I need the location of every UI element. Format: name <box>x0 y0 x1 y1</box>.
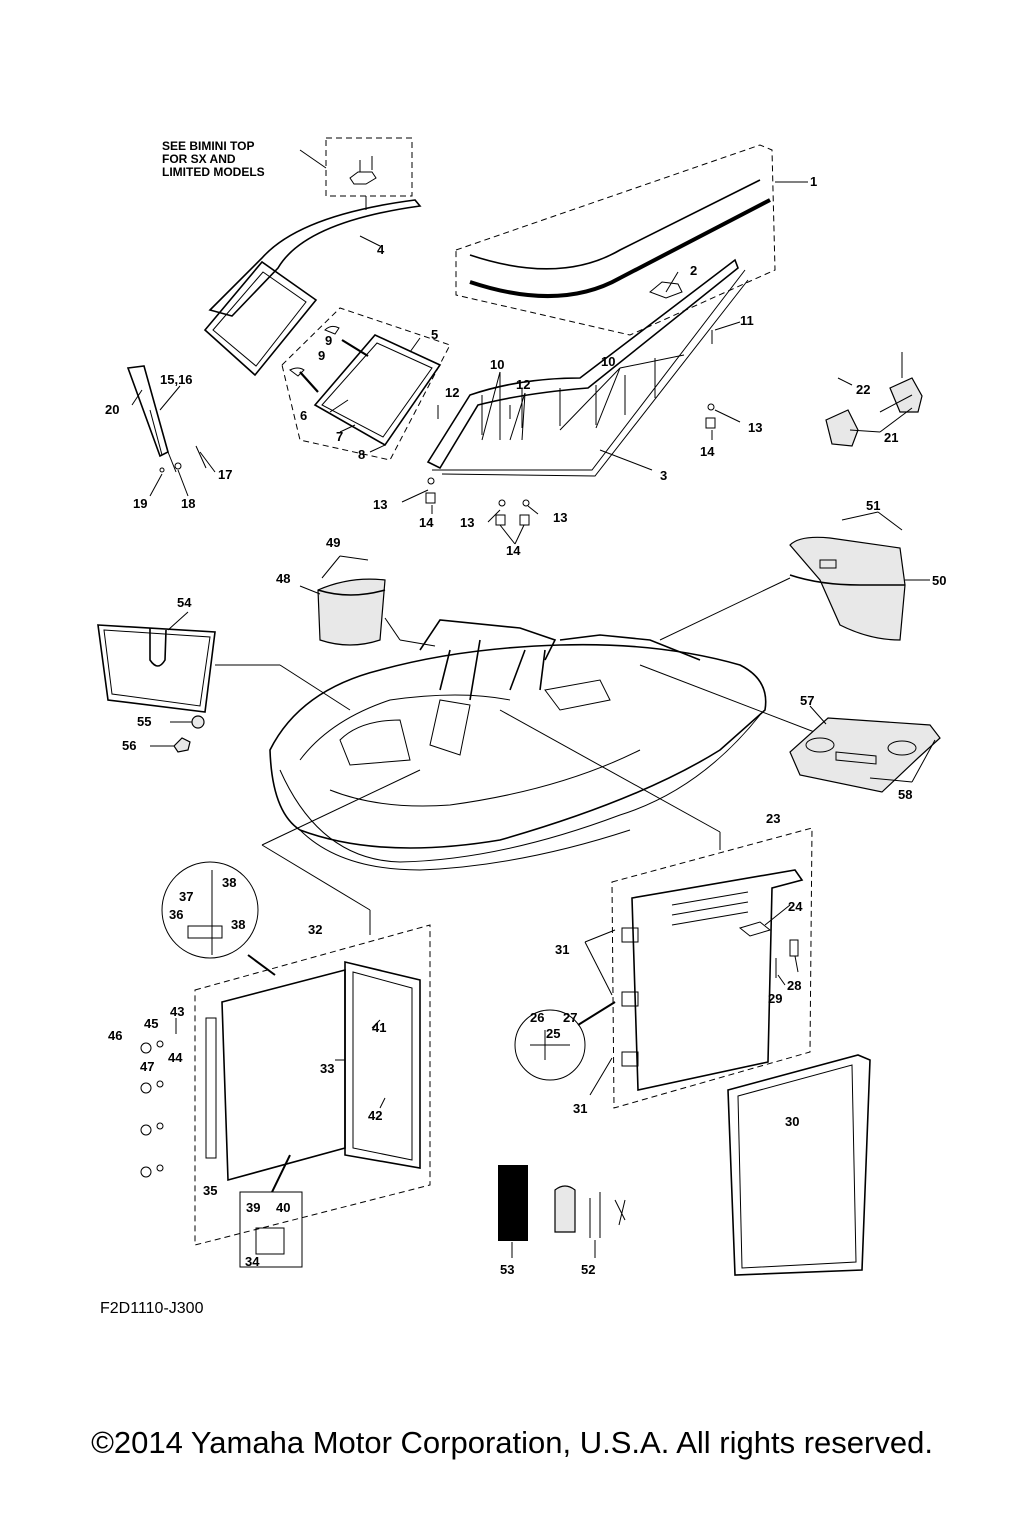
callout-55: 55 <box>137 714 151 729</box>
callout-49: 49 <box>326 535 340 550</box>
callout-56: 56 <box>122 738 136 753</box>
callout-35: 35 <box>203 1183 217 1198</box>
callout-12-right: 12 <box>516 377 530 392</box>
callout-25: 25 <box>546 1026 560 1041</box>
callout-23: 23 <box>766 811 780 826</box>
note-line-3: LIMITED MODELS <box>162 165 265 179</box>
callout-47: 47 <box>140 1059 154 1074</box>
callout-21: 21 <box>884 430 898 445</box>
callout-5: 5 <box>431 327 438 342</box>
callout-31-bottom: 31 <box>573 1101 587 1116</box>
callout-41: 41 <box>372 1020 386 1035</box>
callout-22: 22 <box>856 382 870 397</box>
callout-3: 3 <box>660 468 667 483</box>
callout-31-top: 31 <box>555 942 569 957</box>
callout-30: 30 <box>785 1114 799 1129</box>
note-line-1: SEE BIMINI TOP <box>162 139 254 153</box>
callout-2: 2 <box>690 263 697 278</box>
windshield-assembly <box>203 144 808 545</box>
callout-4: 4 <box>377 242 385 257</box>
callout-26: 26 <box>530 1010 544 1025</box>
callout-12-left: 12 <box>445 385 459 400</box>
callout-9-bottom: 9 <box>318 348 325 363</box>
side-tray <box>789 705 941 793</box>
callout-36: 36 <box>169 907 183 922</box>
callout-14-left: 14 <box>419 515 434 530</box>
callout-46: 46 <box>108 1028 122 1043</box>
callout-51: 51 <box>866 498 880 513</box>
callout-32: 32 <box>308 922 322 937</box>
callout-38-bottom: 38 <box>231 917 245 932</box>
callout-24: 24 <box>788 899 803 914</box>
pole-assembly <box>126 365 216 497</box>
callout-43: 43 <box>170 1004 184 1019</box>
callout-13-right: 13 <box>748 420 762 435</box>
callout-37: 37 <box>179 889 193 904</box>
callout-52: 52 <box>581 1262 595 1277</box>
callout-20: 20 <box>105 402 119 417</box>
callout-39: 39 <box>246 1200 260 1215</box>
callout-13-center: 13 <box>460 515 474 530</box>
callout-15-16: 15,16 <box>160 372 193 387</box>
note-line-2: FOR SX AND <box>162 152 236 166</box>
storage-bins <box>299 511 930 646</box>
callout-27: 27 <box>563 1010 577 1025</box>
callout-42: 42 <box>368 1108 382 1123</box>
manual-and-tools <box>498 1165 626 1258</box>
callout-labels: 1 2 3 4 5 6 7 8 9 9 10 10 11 12 12 13 13… <box>105 174 946 1277</box>
bracket-assembly <box>825 352 923 447</box>
callout-34: 34 <box>245 1254 260 1269</box>
bimini-note: SEE BIMINI TOP FOR SX AND LIMITED MODELS <box>162 137 413 210</box>
callout-38-top: 38 <box>222 875 236 890</box>
callout-18: 18 <box>181 496 195 511</box>
copyright-notice: ©2014 Yamaha Motor Corporation, U.S.A. A… <box>91 1425 933 1460</box>
callout-13-lower: 13 <box>553 510 567 525</box>
callout-10-left: 10 <box>490 357 504 372</box>
callout-1: 1 <box>810 174 817 189</box>
callout-6: 6 <box>300 408 307 423</box>
boat-illustration <box>215 577 831 935</box>
callout-8: 8 <box>358 447 365 462</box>
callout-54: 54 <box>177 595 192 610</box>
callout-7: 7 <box>336 429 343 444</box>
callout-57: 57 <box>800 693 814 708</box>
callout-19: 19 <box>133 496 147 511</box>
callout-9-top: 9 <box>325 333 332 348</box>
cabinet-assembly <box>140 861 431 1268</box>
callout-14-right: 14 <box>700 444 715 459</box>
callout-40: 40 <box>276 1200 290 1215</box>
drawing-code: F2D1110-J300 <box>100 1300 204 1317</box>
door-assembly <box>514 827 871 1276</box>
callout-28: 28 <box>787 978 801 993</box>
callout-10-right: 10 <box>601 354 615 369</box>
callout-58: 58 <box>898 787 912 802</box>
callout-33: 33 <box>320 1061 334 1076</box>
callout-11: 11 <box>740 313 754 328</box>
mat-assembly <box>97 611 216 753</box>
callout-29: 29 <box>768 991 782 1006</box>
callout-53: 53 <box>500 1262 514 1277</box>
callout-44: 44 <box>168 1050 183 1065</box>
callout-50: 50 <box>932 573 946 588</box>
callout-17: 17 <box>218 467 232 482</box>
callout-14-center: 14 <box>506 543 521 558</box>
callout-45: 45 <box>144 1016 158 1031</box>
callout-13-left: 13 <box>373 497 387 512</box>
callout-48: 48 <box>276 571 290 586</box>
